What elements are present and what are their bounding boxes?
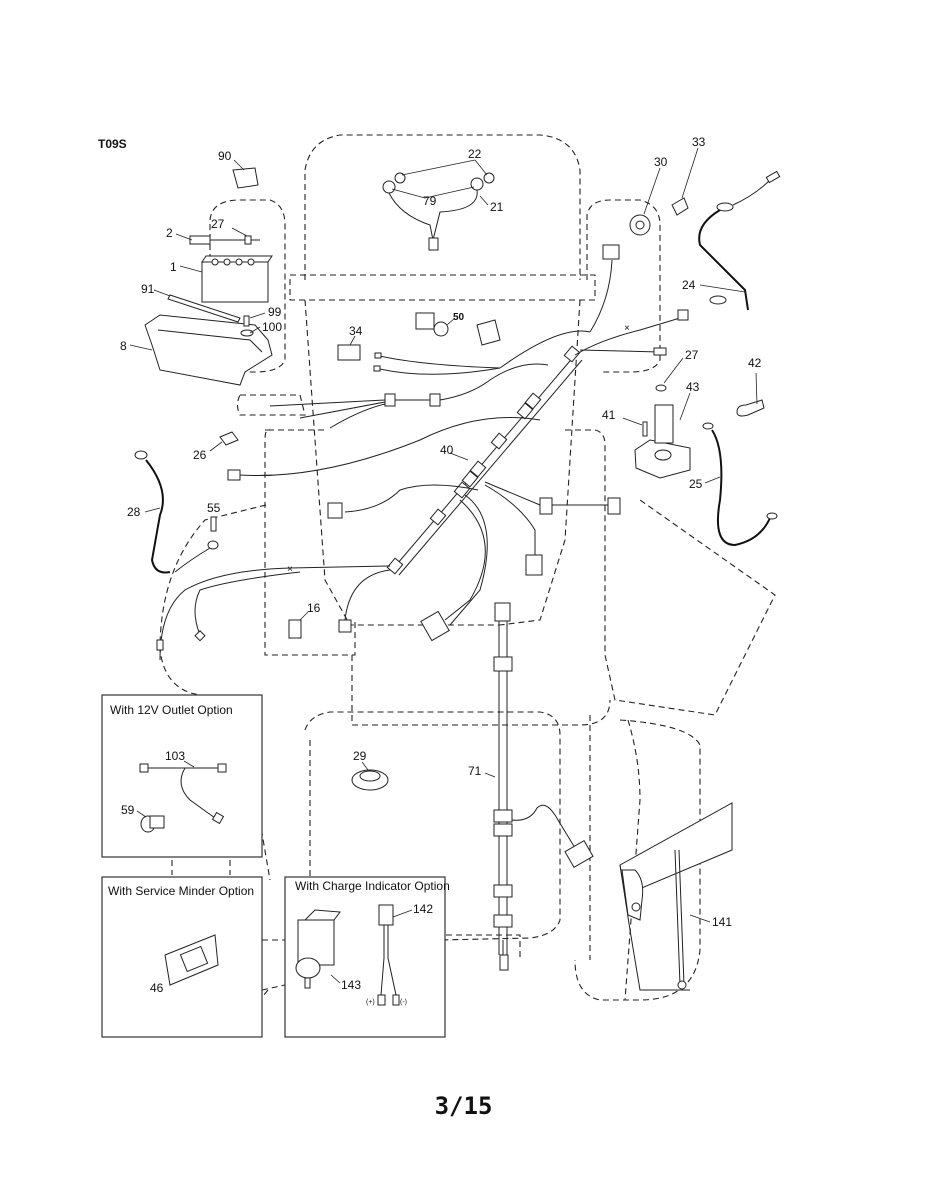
label-40: 40 [440,443,454,457]
label-26: 26 [193,448,207,462]
part-28-cable [145,459,171,574]
label-27b: 27 [685,348,699,362]
lower-harness: 29 71 [351,602,594,971]
part-90-fuse-holder [232,167,259,189]
option-title-12v-outlet: With 12V Outlet Option [110,703,233,717]
label-141: 141 [712,915,732,929]
label-142: 142 [413,902,433,916]
negative-terminal-label: (-) [400,999,407,1006]
part-16-relay [288,619,302,639]
headlight-assembly: 22 79 21 [382,147,504,251]
part-99-bolt [243,315,250,327]
label-16: 16 [307,601,321,615]
label-21: 21 [490,200,504,214]
seat-switch-group: 141 [619,802,733,991]
part-100-washer [240,329,254,337]
svg-text:×: × [624,323,630,334]
option-box-service-minder: With Service Minder Option 46 [101,876,263,1038]
part-42-boot [736,399,765,417]
part-41-screw [642,421,648,437]
harness-clips [386,345,581,575]
part-25-cable [711,429,771,547]
label-29: 29 [353,749,367,763]
part-142-harness-connector [378,904,394,926]
option-box-12v-outlet: With 12V Outlet Option 103 59 [101,694,263,858]
label-91: 91 [141,282,155,296]
label-1: 1 [170,260,177,274]
label-22: 22 [468,147,482,161]
part-26-fuse [219,431,239,446]
positive-terminal-label: (+) [366,999,375,1006]
label-59: 59 [121,803,135,817]
left-side-parts: 26 28 55 16 [127,431,321,651]
part-79-socket-right [470,177,484,191]
part-33-key [671,197,689,216]
label-33: 33 [692,135,706,149]
label-25: 25 [689,477,703,491]
label-143: 143 [341,978,361,992]
label-50: 50 [453,312,465,323]
part-43-solenoid [654,404,674,444]
label-42: 42 [748,356,762,370]
part-79-socket-left [382,180,396,194]
label-34: 34 [349,324,363,338]
label-79: 79 [423,194,437,208]
option-title-charge-indicator: With Charge Indicator Option [295,879,450,893]
label-41: 41 [602,408,616,422]
label-27: 27 [211,217,225,231]
page-number: 3/15 [434,1092,493,1120]
label-28: 28 [127,505,141,519]
part-8-battery-tray [144,314,273,386]
part-71-connector-top [494,602,511,622]
connector [677,309,689,321]
option-box-charge-indicator: With Charge Indicator Option 143 (+) (-)… [284,876,450,1038]
part-30-socket [602,244,620,260]
part-50-switch [415,312,435,330]
label-55: 55 [207,501,221,515]
label-99: 99 [268,305,282,319]
part-21-connector [428,237,439,251]
label-100: 100 [262,320,282,334]
part-2-bolt [189,235,211,245]
option-title-service-minder: With Service Minder Option [108,884,254,898]
connector-left [227,469,241,481]
part-1-battery [201,261,269,303]
label-24: 24 [682,278,696,292]
part-27-nut [244,235,252,245]
switch-group: 34 50 [337,312,501,375]
label-103: 103 [165,749,185,763]
label-46: 46 [150,981,164,995]
part-27-nut [655,384,667,392]
ignition-group: 30 33 24 [629,135,781,311]
part-22-bulb-right [483,172,495,184]
main-harness: 40 × × [159,244,689,661]
label-43: 43 [686,380,700,394]
label-8: 8 [120,339,127,353]
part-55-screw [210,516,217,532]
label-90: 90 [218,149,232,163]
battery-assembly: 90 2 27 1 91 8 99 100 [120,149,282,386]
label-2: 2 [166,226,173,240]
diagram-code: T09S [98,137,127,151]
label-30: 30 [654,155,668,169]
solenoid-group: 27 43 41 42 25 [602,348,778,547]
svg-text:×: × [287,564,293,575]
label-71: 71 [468,764,482,778]
connector-bottom [525,554,543,576]
part-24-cable [698,209,749,311]
part-22-bulb-left [394,172,406,184]
connector-seat [564,840,594,868]
chassis-outline [159,134,776,1003]
part-91-strap [167,294,241,323]
decal-rectangle [476,319,501,346]
part-34-switch [337,344,361,361]
